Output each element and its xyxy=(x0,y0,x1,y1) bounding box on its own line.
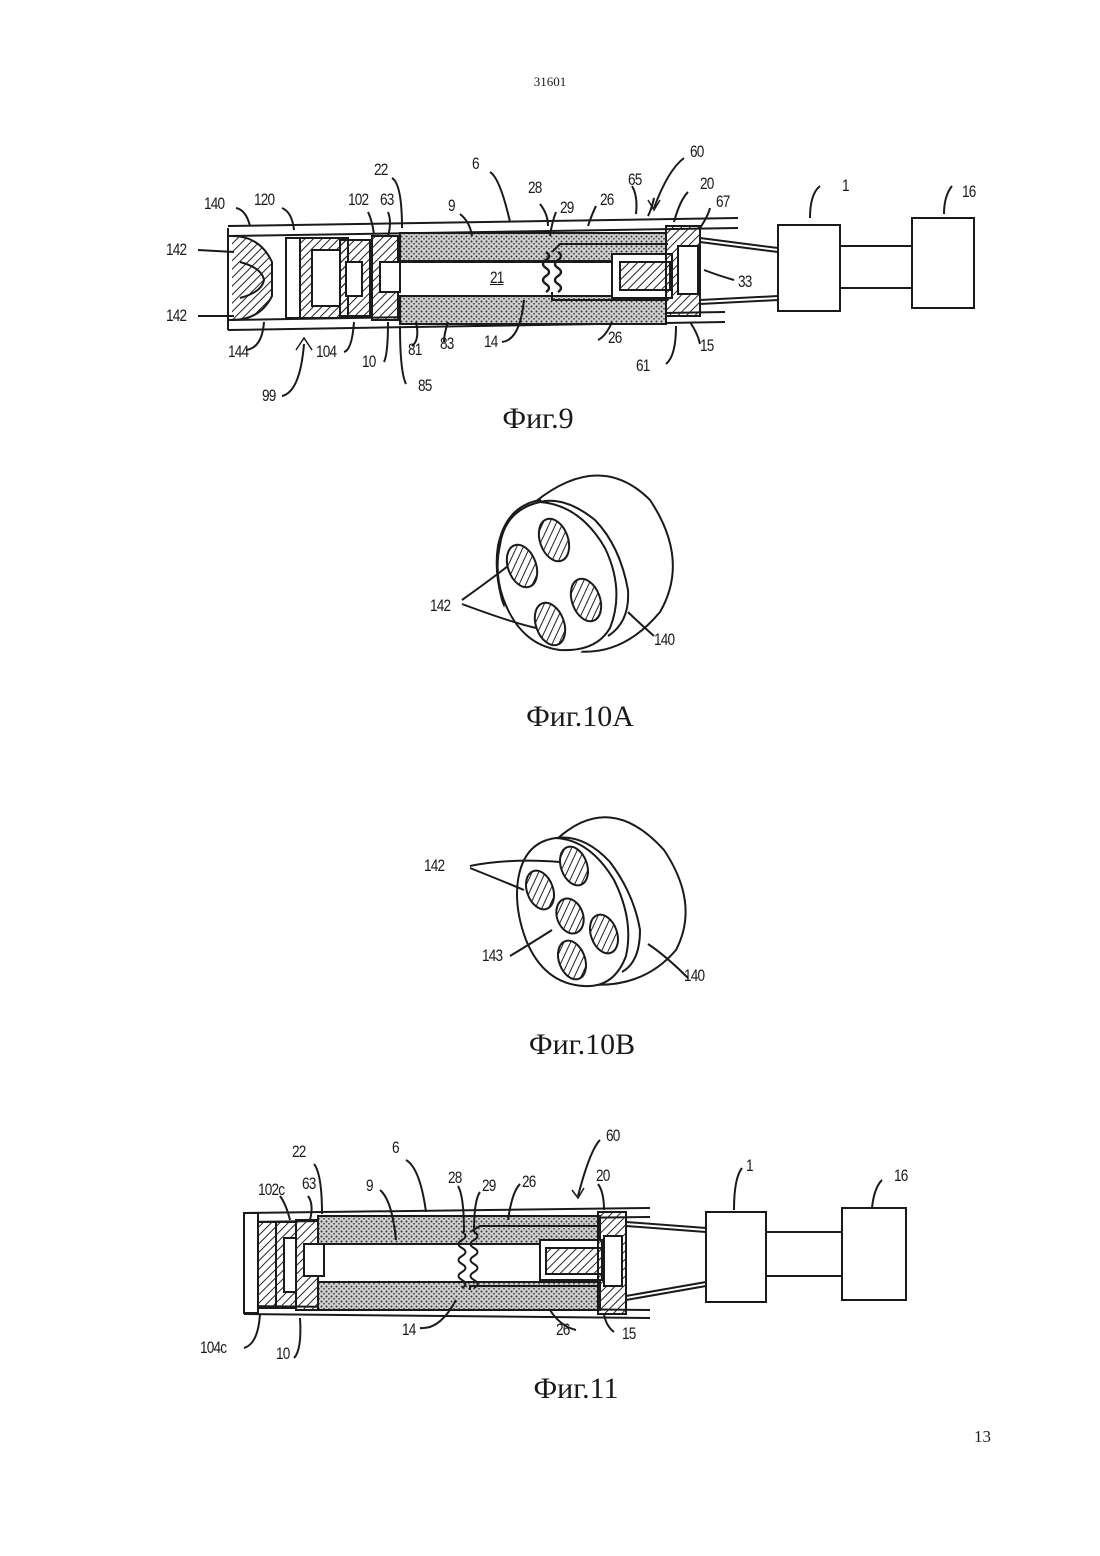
fig9-caption: Фиг.9 xyxy=(388,402,688,436)
fig9-label-104: 104 xyxy=(316,342,336,362)
fig11-label-29: 29 xyxy=(482,1176,496,1196)
fig9-label-6: 6 xyxy=(472,154,479,174)
fig9-label-1: 1 xyxy=(842,176,849,196)
fig9-label-21: 21 xyxy=(490,268,504,288)
fig11-label-26-bottom: 26 xyxy=(556,1320,570,1340)
fig9-label-28: 28 xyxy=(528,178,542,198)
fig10b-label-140: 140 xyxy=(684,966,704,986)
fig9-label-29: 29 xyxy=(560,198,574,218)
fig11-label-63: 63 xyxy=(302,1174,316,1194)
fig9-label-140: 140 xyxy=(204,194,224,214)
fig9-label-102: 102 xyxy=(348,190,368,210)
fig11-caption: Фиг.11 xyxy=(426,1372,726,1406)
fig11-label-16: 16 xyxy=(894,1166,908,1186)
fig11-label-104c: 104c xyxy=(200,1338,226,1358)
fig9-label-15: 15 xyxy=(700,336,714,356)
fig11-label-14: 14 xyxy=(402,1320,416,1340)
fig9-label-60: 60 xyxy=(690,142,704,162)
fig9-label-142-bottom: 142 xyxy=(166,306,186,326)
fig10b-label-142: 142 xyxy=(424,856,444,876)
fig10a-drawing xyxy=(462,475,673,685)
fig9-label-14: 14 xyxy=(484,332,498,352)
fig9-label-120: 120 xyxy=(254,190,274,210)
fig11-label-6: 6 xyxy=(392,1138,399,1158)
fig11-label-60: 60 xyxy=(606,1126,620,1146)
fig9-label-10: 10 xyxy=(362,352,376,372)
fig10b-caption: Фиг.10В xyxy=(432,1028,732,1062)
fig11-label-15: 15 xyxy=(622,1324,636,1344)
fig9-label-81: 81 xyxy=(408,340,422,360)
fig11-label-1: 1 xyxy=(746,1156,753,1176)
fig9-label-65: 65 xyxy=(628,170,642,190)
fig11-label-10: 10 xyxy=(276,1344,290,1364)
fig11-drawing xyxy=(244,1140,906,1358)
fig9-drawing xyxy=(198,158,974,396)
fig9-label-85: 85 xyxy=(418,376,432,396)
fig11-label-20: 20 xyxy=(596,1166,610,1186)
fig9-label-20: 20 xyxy=(700,174,714,194)
fig11-label-22: 22 xyxy=(292,1142,306,1162)
fig10a-label-142: 142 xyxy=(430,596,450,616)
fig10b-drawing xyxy=(470,817,688,986)
fig9-label-16: 16 xyxy=(962,182,976,202)
fig9-label-61: 61 xyxy=(636,356,650,376)
fig10b-label-143: 143 xyxy=(482,946,502,966)
fig11-label-102c: 102c xyxy=(258,1180,284,1200)
page-number: 13 xyxy=(974,1427,991,1447)
fig11-label-9: 9 xyxy=(366,1176,373,1196)
fig11-label-26-top: 26 xyxy=(522,1172,536,1192)
fig9-label-63: 63 xyxy=(380,190,394,210)
fig9-label-26-bottom: 26 xyxy=(608,328,622,348)
fig9-label-142-top: 142 xyxy=(166,240,186,260)
fig9-label-22: 22 xyxy=(374,160,388,180)
fig11-label-28: 28 xyxy=(448,1168,462,1188)
fig9-label-33: 33 xyxy=(738,272,752,292)
fig10a-caption: Фиг.10А xyxy=(430,700,730,734)
fig9-label-144: 144 xyxy=(228,342,248,362)
fig10a-label-140: 140 xyxy=(654,630,674,650)
fig9-label-67: 67 xyxy=(716,192,730,212)
fig9-label-99: 99 xyxy=(262,386,276,406)
fig9-label-83: 83 xyxy=(440,334,454,354)
fig9-label-9: 9 xyxy=(448,196,455,216)
fig9-label-26-top: 26 xyxy=(600,190,614,210)
